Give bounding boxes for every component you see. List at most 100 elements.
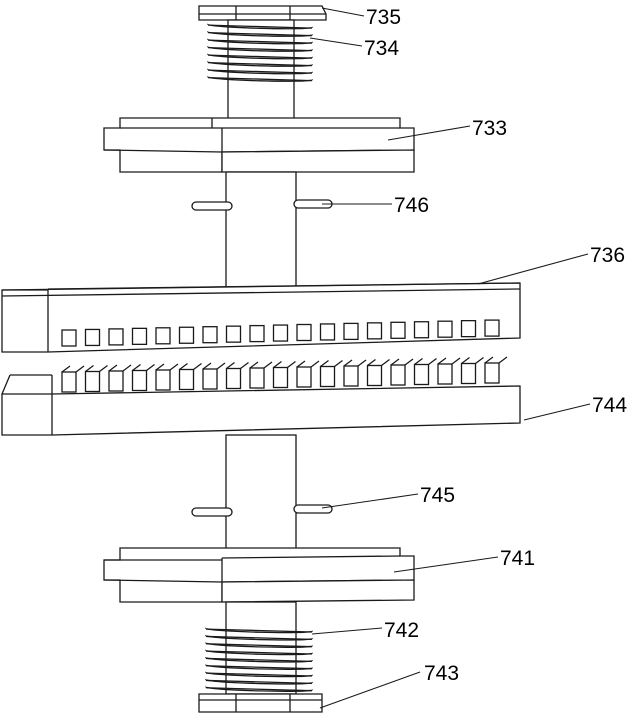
rack-tooth	[178, 368, 195, 391]
lower-rack	[1, 374, 521, 436]
rack-tooth	[225, 367, 242, 390]
rack-tooth-edge	[498, 356, 508, 364]
label-745: 745	[420, 484, 455, 507]
rack-tooth	[155, 369, 171, 391]
rack-tooth	[155, 327, 171, 345]
rack-tooth-edge	[390, 358, 400, 366]
rack-tooth	[131, 369, 148, 392]
rack-tooth-edge	[169, 363, 179, 371]
rack-tooth	[413, 363, 430, 386]
rack-tooth	[249, 324, 265, 343]
rack-tooth-edge	[273, 360, 282, 369]
spring-coil	[207, 76, 313, 82]
label-744: 744	[592, 394, 627, 417]
rack-tooth	[343, 365, 359, 387]
rack-tooth-edge	[404, 358, 414, 366]
rack-tooth	[202, 326, 218, 344]
rack-tooth	[249, 367, 265, 389]
rack-tooth	[484, 362, 500, 384]
rack-tooth-edge	[414, 357, 423, 366]
rack-tooth	[202, 368, 218, 390]
rack-tooth-edge	[61, 365, 71, 373]
spring-coil	[205, 679, 313, 685]
bottom-shaft	[225, 601, 297, 695]
rack-tooth-edge	[381, 358, 390, 367]
rack-tooth	[131, 327, 148, 346]
rack-tooth-edge	[310, 360, 320, 368]
rack-tooth	[413, 321, 430, 339]
rack-tooth	[319, 323, 336, 341]
rack-tooth-edge	[343, 359, 353, 367]
rack-tooth	[84, 328, 101, 347]
label-733: 733	[472, 117, 507, 140]
rack-tooth	[225, 325, 242, 343]
spring-coil	[205, 650, 313, 655]
bottom-spring	[205, 627, 313, 692]
lower-rack-teeth	[61, 356, 508, 393]
rack-tooth-edge	[226, 361, 235, 370]
rack-tooth-edge	[475, 356, 484, 365]
spring-coil	[207, 61, 313, 67]
spring-coil	[207, 46, 313, 52]
rack-tooth	[296, 366, 312, 388]
spring-coil	[205, 643, 313, 648]
rack-tooth-edge	[240, 361, 249, 370]
rack-tooth-edge	[99, 364, 108, 373]
label-743: 743	[424, 662, 459, 685]
rack-tooth-edge	[451, 357, 461, 365]
spring-coil	[205, 687, 313, 692]
upper-block	[103, 117, 415, 173]
label-746: 746	[394, 194, 429, 217]
upper-rack-teeth	[61, 319, 500, 347]
label-736: 736	[590, 244, 625, 267]
spring-coil	[207, 31, 313, 37]
rack-tooth	[460, 319, 477, 338]
upper-middle-shaft	[191, 171, 333, 291]
rack-tooth-edge	[75, 365, 85, 373]
rack-tooth-edge	[484, 356, 494, 364]
rack-tooth-edge	[287, 360, 296, 369]
spring-coil	[205, 672, 313, 677]
rack-tooth-edge	[146, 363, 155, 372]
rack-tooth-edge	[179, 362, 188, 371]
rack-tooth-edge	[155, 363, 165, 371]
label-742: 742	[384, 619, 419, 642]
rack-tooth-edge	[216, 362, 226, 370]
rack-tooth	[84, 370, 101, 393]
rack-tooth	[108, 370, 124, 392]
bottom-nut	[198, 693, 323, 713]
lower-middle-shaft	[191, 434, 333, 550]
spring-coil	[205, 665, 313, 670]
spring-coil	[207, 24, 313, 29]
rack-tooth-edge	[296, 360, 306, 368]
rack-tooth	[390, 364, 406, 386]
leader-lines	[309, 7, 591, 709]
rack-tooth	[178, 326, 195, 344]
rack-tooth-edge	[367, 358, 376, 367]
rack-tooth-edge	[249, 361, 259, 369]
rack-tooth	[272, 324, 289, 342]
label-741: 741	[500, 547, 535, 570]
rack-tooth-edge	[122, 364, 132, 372]
rack-tooth-edge	[132, 363, 141, 372]
rack-tooth-edge	[108, 364, 118, 372]
label-735: 735	[366, 6, 401, 29]
rack-tooth-edge	[461, 356, 470, 365]
spring-coil	[207, 69, 313, 74]
spring-coil	[207, 39, 313, 44]
rack-tooth-edge	[193, 362, 202, 371]
rack-tooth-edge	[85, 364, 94, 373]
label-734: 734	[364, 37, 399, 60]
spring-coil	[205, 628, 313, 633]
rack-tooth-edge	[263, 361, 273, 369]
rack-tooth	[61, 371, 77, 393]
rack-tooth	[366, 322, 383, 340]
spring-coil	[207, 54, 313, 59]
rack-tooth	[460, 362, 477, 385]
rack-tooth-edge	[437, 357, 447, 365]
rack-tooth	[390, 321, 406, 339]
rack-tooth	[343, 322, 359, 341]
rack-tooth-edge	[202, 362, 212, 370]
rack-tooth-edge	[334, 359, 343, 368]
